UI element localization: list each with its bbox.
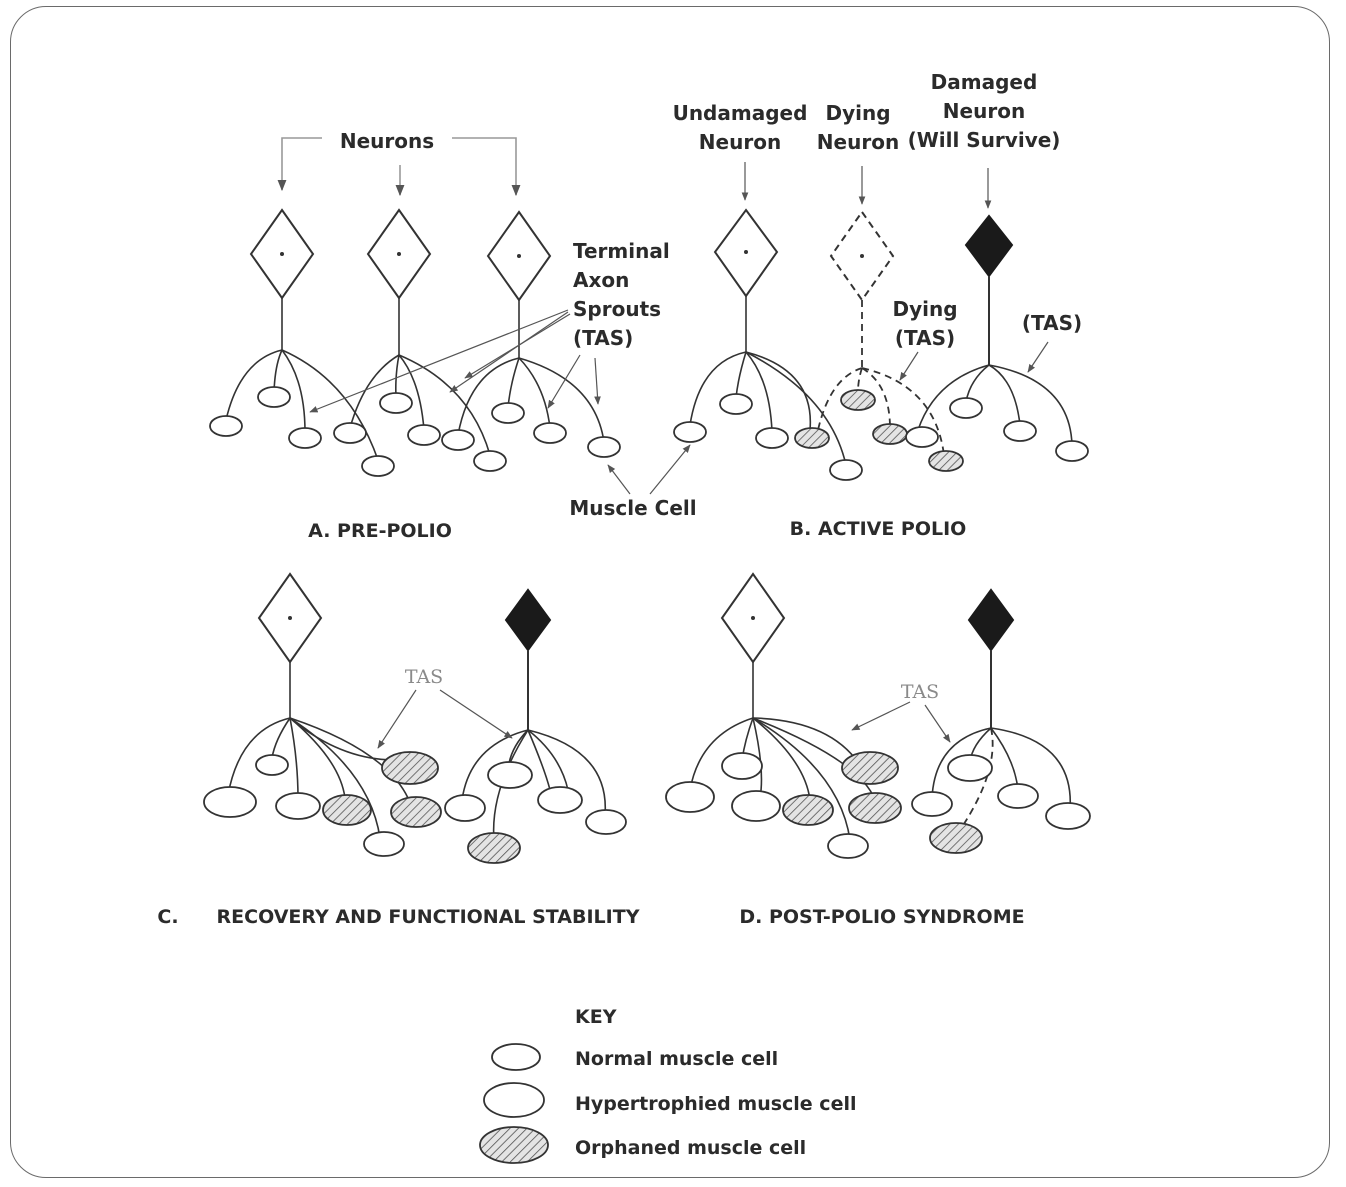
neuron-c1 (227, 572, 409, 839)
panel-b: Undamaged Neuron Dying Neuron Damaged Ne… (673, 70, 1089, 540)
damaged-label-2: Neuron (943, 99, 1025, 123)
tas-pointers-a (309, 309, 601, 413)
undamaged-label-1: Undamaged (673, 101, 808, 125)
neuron-d1 (689, 572, 876, 841)
tas-pointer-c1 (377, 689, 417, 749)
tas-label-b: (TAS) (1022, 311, 1082, 335)
dying-neuron (817, 210, 945, 456)
caption-a: A. PRE-POLIO (308, 520, 452, 542)
key-normal-label: Normal muscle cell (575, 1048, 778, 1070)
dying-tas-pointer (899, 351, 919, 381)
muscle-cell-pointer-b (649, 444, 691, 495)
tas-label-line2: Axon (573, 268, 629, 292)
muscle-cell-pointer-a (607, 464, 631, 495)
key-normal-swatch (491, 1043, 541, 1071)
diagram-frame (10, 6, 1330, 1178)
dying-tas-label-2: (TAS) (895, 326, 955, 350)
caption-c-letter: C. (157, 906, 178, 928)
damaged-label-1: Damaged (931, 70, 1038, 94)
dying-tas-label-1: Dying (892, 297, 957, 321)
undamaged-label-2: Neuron (699, 130, 781, 154)
muscle-cell-label: Muscle Cell (569, 496, 696, 520)
caption-b: B. ACTIVE POLIO (790, 518, 967, 540)
key-orphaned-label: Orphaned muscle cell (575, 1137, 806, 1159)
key-hypertrophied-swatch (483, 1082, 545, 1118)
caption-d: D. POST-POLIO SYNDROME (739, 906, 1024, 928)
key-title: KEY (575, 1006, 617, 1028)
tas-pointer-d2 (924, 704, 951, 743)
tas-label-d: TAS (901, 681, 939, 703)
damaged-label-3: (Will Survive) (908, 128, 1061, 152)
tas-label-c: TAS (405, 666, 443, 688)
damaged-neuron (917, 214, 1073, 446)
panel-d: TAS D. POST-POLIO SYNDROME (665, 572, 1091, 928)
caption-c: RECOVERY AND FUNCTIONAL STABILITY (217, 906, 640, 928)
neurons-label: Neurons (340, 129, 434, 153)
tas-pointer-b (1027, 341, 1049, 373)
neurons-bracket-left (277, 137, 322, 192)
muscle-cells-b (673, 389, 1089, 481)
muscle-cells-c (203, 751, 627, 864)
neuron-a1 (225, 208, 379, 461)
dying-label-2: Neuron (817, 130, 899, 154)
tas-label-line3: Sprouts (573, 297, 661, 321)
tas-pointer-d1 (851, 701, 911, 731)
muscle-cells-a (209, 386, 621, 477)
key-orphaned-swatch (479, 1126, 549, 1164)
panel-a: Neurons (209, 129, 697, 542)
tas-pointer-c2 (439, 689, 513, 739)
undamaged-neuron (689, 208, 847, 466)
key: KEY Normal muscle cell Hypertrophied mus… (479, 1006, 856, 1164)
key-hypertrophied-label: Hypertrophied muscle cell (575, 1093, 856, 1115)
panel-c: TAS C. RECOVERY AND FUNCTIONAL STABILITY (157, 572, 640, 928)
neuron-a2 (349, 208, 491, 456)
neuron-d2 (931, 588, 1072, 831)
muscle-cells-d (665, 751, 1091, 859)
neurons-bracket-right (452, 137, 521, 197)
dying-label-1: Dying (825, 101, 890, 125)
tas-label-line1: Terminal (573, 239, 670, 263)
tas-label-line4: (TAS) (573, 326, 633, 350)
